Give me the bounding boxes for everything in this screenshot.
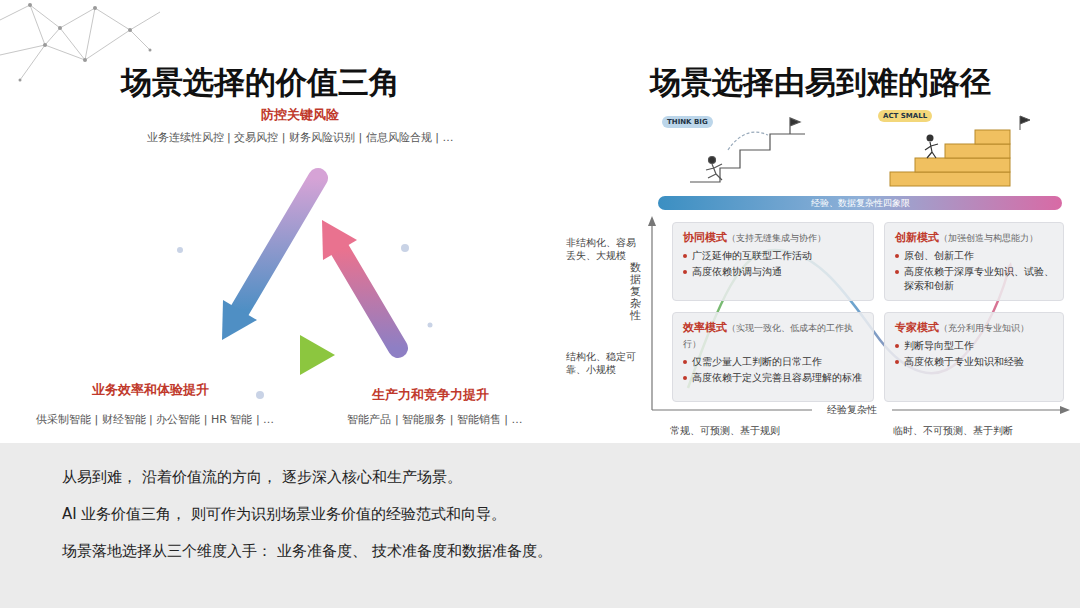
bullet-dot — [683, 376, 687, 380]
act-small-illustration — [890, 116, 1030, 186]
quadrant-box: 专家模式（充分利用专业知识） 判断导向型工作高度依赖于专业知识和经验 — [884, 312, 1064, 402]
label-text: 防控关键风险 — [220, 106, 380, 124]
label-text: 生产力和竞争力提升 — [340, 386, 520, 404]
bullet-row: 原创、创新工作 — [895, 249, 1055, 263]
label-text: 场景选择的价值三角 — [60, 62, 460, 102]
bullet-dot — [895, 344, 899, 348]
mode-note: （加强创造与构思能力） — [939, 233, 1038, 243]
bullet-row: 高度依赖协调与沟通 — [683, 265, 865, 279]
label-text: 场景选择由易到难的路径 — [590, 62, 1050, 102]
bullet-row: 仅需少量人工判断的日常工作 — [683, 355, 865, 369]
value-triangle — [210, 178, 398, 375]
quadrant-heading: 效率模式（实现一致化、低成本的工作执行） — [683, 319, 865, 351]
bullet-row: 高度依赖于定义完善且容易理解的标准 — [683, 371, 865, 385]
summary-text: 场景落地选择从三个维度入手： 业务准备度、 技术准备度和数据准备度。 — [62, 541, 1060, 561]
mode-name: 创新模式 — [895, 231, 939, 244]
quadrant-box: 创新模式（加强创造与构思能力） 原创、创新工作高度依赖于深厚专业知识、试验、探索和… — [884, 222, 1064, 301]
bullet-text: 仅需少量人工判断的日常工作 — [692, 356, 822, 367]
text-panel: 从易到难， 沿着价值流的方向， 逐步深入核心和生产场景。 AI 业务价值三角， 则… — [0, 443, 1080, 608]
label-text: ACT SMALL — [878, 110, 932, 122]
bullet-text: 高度依赖于深厚专业知识、试验、探索和创新 — [904, 266, 1054, 291]
bullet-dot — [683, 270, 687, 274]
bullet-dot — [683, 254, 687, 258]
bullet-text: 高度依赖协调与沟通 — [692, 266, 782, 277]
bullet-text: 广泛延伸的互联型工作活动 — [692, 250, 812, 261]
bullet-dot — [683, 360, 687, 364]
quadrant-heading: 协同模式（支持无缝集成与协作） — [683, 229, 865, 245]
bullet-row: 高度依赖于深厚专业知识、试验、探索和创新 — [895, 265, 1055, 293]
label-text: 智能产品 | 智能服务 | 智能销售 | … — [335, 412, 535, 427]
bullet-text: 判断导向型工作 — [904, 340, 974, 351]
decor-dots — [177, 244, 433, 399]
quadrant-box: 效率模式（实现一致化、低成本的工作执行） 仅需少量人工判断的日常工作高度依赖于定义… — [672, 312, 874, 402]
bullet-text: 高度依赖于定义完善且容易理解的标准 — [692, 372, 862, 383]
label-text: 业务连续性风控 | 交易风控 | 财务风险识别 | 信息风险合规 | … — [90, 130, 510, 145]
summary-text: 从易到难， 沿着价值流的方向， 逐步深入核心和生产场景。 — [62, 467, 1060, 487]
label-text: 结构化、稳定可靠、小规模 — [566, 350, 636, 376]
axes — [648, 216, 1070, 414]
bullet-row: 判断导向型工作 — [895, 339, 1055, 353]
bullet-row: 广泛延伸的互联型工作活动 — [683, 249, 865, 263]
label-text: 数据复杂性 — [630, 262, 641, 322]
quadrant-heading: 专家模式（充分利用专业知识） — [895, 319, 1055, 335]
label-text: THINK BIG — [662, 116, 713, 128]
title-band: 经验、数据复杂性四象限 — [658, 196, 1062, 210]
mode-note: （支持无缝集成与协作） — [727, 233, 826, 243]
bullet-dot — [895, 270, 899, 274]
label-text: 非结构化、容易丢失、大规模 — [566, 236, 636, 262]
label-text: 供采制智能 | 财经智能 | 办公智能 | HR 智能 | … — [15, 412, 295, 427]
bullet-text: 原创、创新工作 — [904, 250, 974, 261]
bullet-text: 高度依赖于专业知识和经验 — [904, 356, 1024, 367]
bullet-row: 高度依赖于专业知识和经验 — [895, 355, 1055, 369]
label-text: 经验复杂性 — [812, 403, 892, 416]
bullet-dot — [895, 360, 899, 364]
quadrant-box: 协同模式（支持无缝集成与协作） 广泛延伸的互联型工作活动高度依赖协调与沟通 — [672, 222, 874, 301]
mode-name: 专家模式 — [895, 321, 939, 334]
mode-note: （充分利用专业知识） — [939, 323, 1029, 333]
label-text: 临时、不可预测、基于判断 — [893, 424, 1053, 437]
quadrant-heading: 创新模式（加强创造与构思能力） — [895, 229, 1055, 245]
band-text: 经验、数据复杂性四象限 — [811, 198, 910, 208]
mode-name: 效率模式 — [683, 321, 727, 334]
label-text: 常规、可预测、基于规则 — [670, 424, 810, 437]
label-text: 业务效率和体验提升 — [55, 381, 245, 399]
bullet-dot — [895, 254, 899, 258]
mode-name: 协同模式 — [683, 231, 727, 244]
summary-text: AI 业务价值三角， 则可作为识别场景业务价值的经验范式和向导。 — [62, 504, 1060, 524]
